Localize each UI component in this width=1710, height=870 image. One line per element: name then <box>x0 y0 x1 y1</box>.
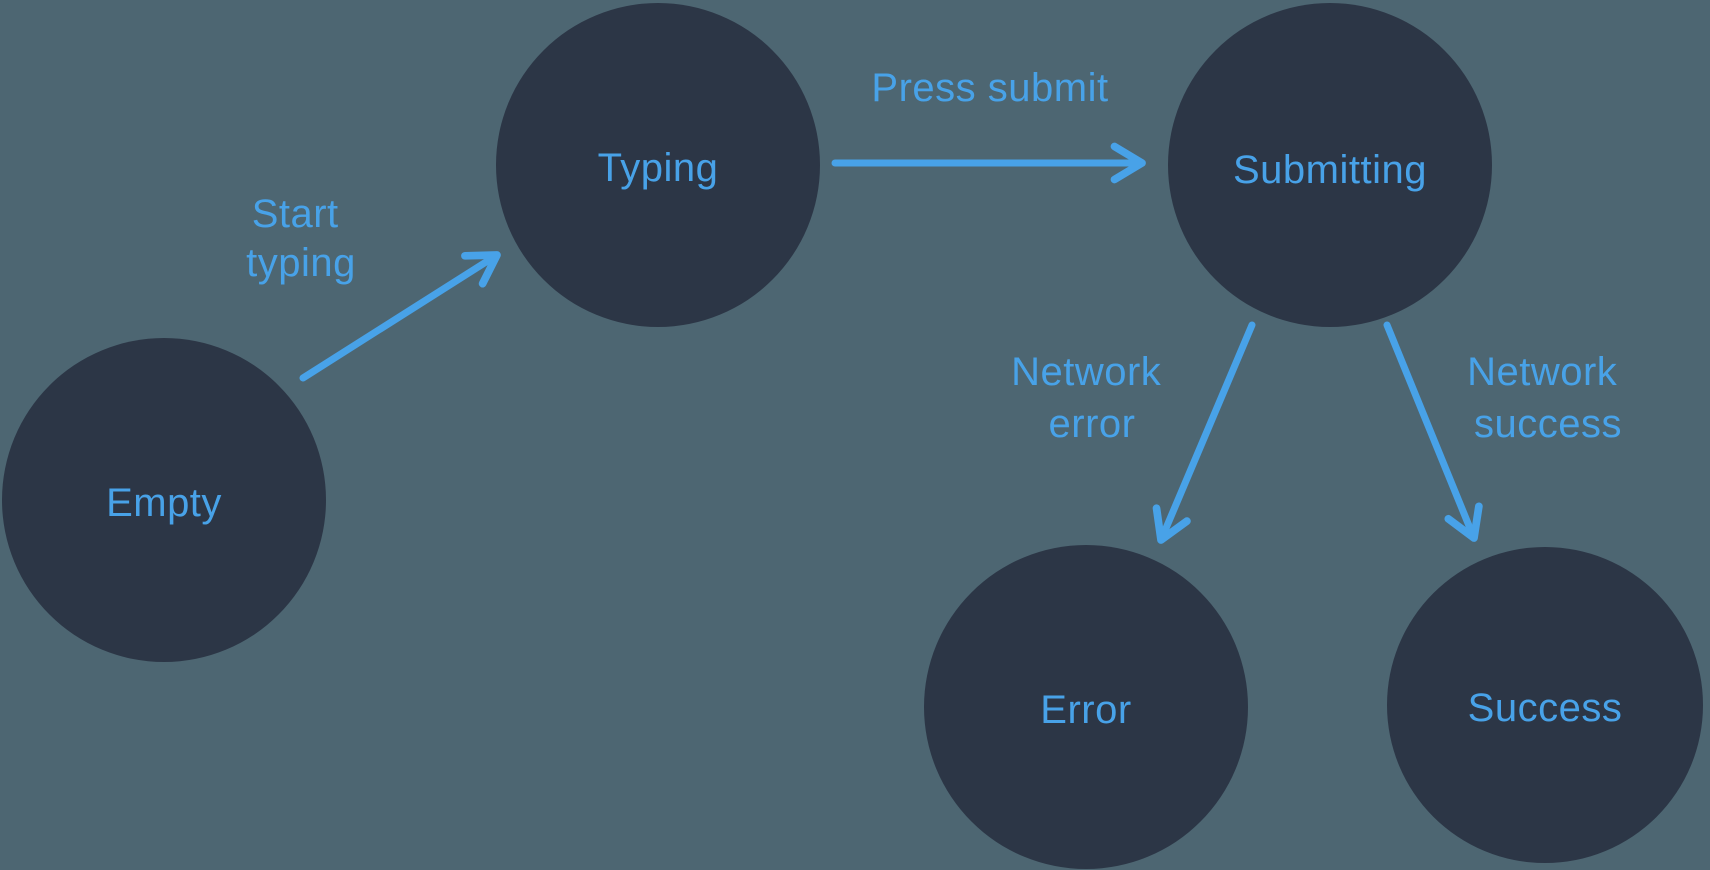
state-circle-success <box>1387 547 1703 863</box>
transition-label-network-error: Network error <box>1011 350 1173 446</box>
transition-label-line: success <box>1474 402 1622 446</box>
transition-label-line: Start <box>252 192 339 236</box>
transition-label-press-submit: Press submit <box>871 66 1108 110</box>
transition-arrow-network-error <box>1152 321 1256 544</box>
state-circle-submitting <box>1168 3 1492 327</box>
transition-arrow-network-success <box>1383 321 1483 542</box>
state-circle-error <box>924 545 1248 869</box>
state-circle-empty <box>2 338 326 662</box>
state-node-submitting: Submitting <box>1168 3 1492 327</box>
state-node-error: Error <box>924 545 1248 869</box>
transition-label-start-typing: Start typing <box>246 192 356 285</box>
transitions-layer <box>299 142 1483 544</box>
state-node-success: Success <box>1387 547 1703 863</box>
transition-label-line: Network <box>1467 350 1618 394</box>
state-label-success: Success <box>1468 686 1623 730</box>
state-circle-typing <box>496 3 820 327</box>
transition-label-line: error <box>1049 402 1136 446</box>
state-node-empty: Empty <box>2 338 326 662</box>
state-label-empty: Empty <box>106 481 222 525</box>
transition-arrow-start-typing <box>299 251 501 382</box>
transition-labels-layer: Start typing Press submit Network error … <box>246 66 1629 446</box>
transition-label-line: Network <box>1011 350 1162 394</box>
state-node-typing: Typing <box>496 3 820 327</box>
state-label-error: Error <box>1040 688 1131 732</box>
state-label-submitting: Submitting <box>1233 148 1427 192</box>
state-label-typing: Typing <box>598 146 719 190</box>
transition-label-line: typing <box>246 241 356 285</box>
transition-label-network-success: Network success <box>1467 350 1629 446</box>
